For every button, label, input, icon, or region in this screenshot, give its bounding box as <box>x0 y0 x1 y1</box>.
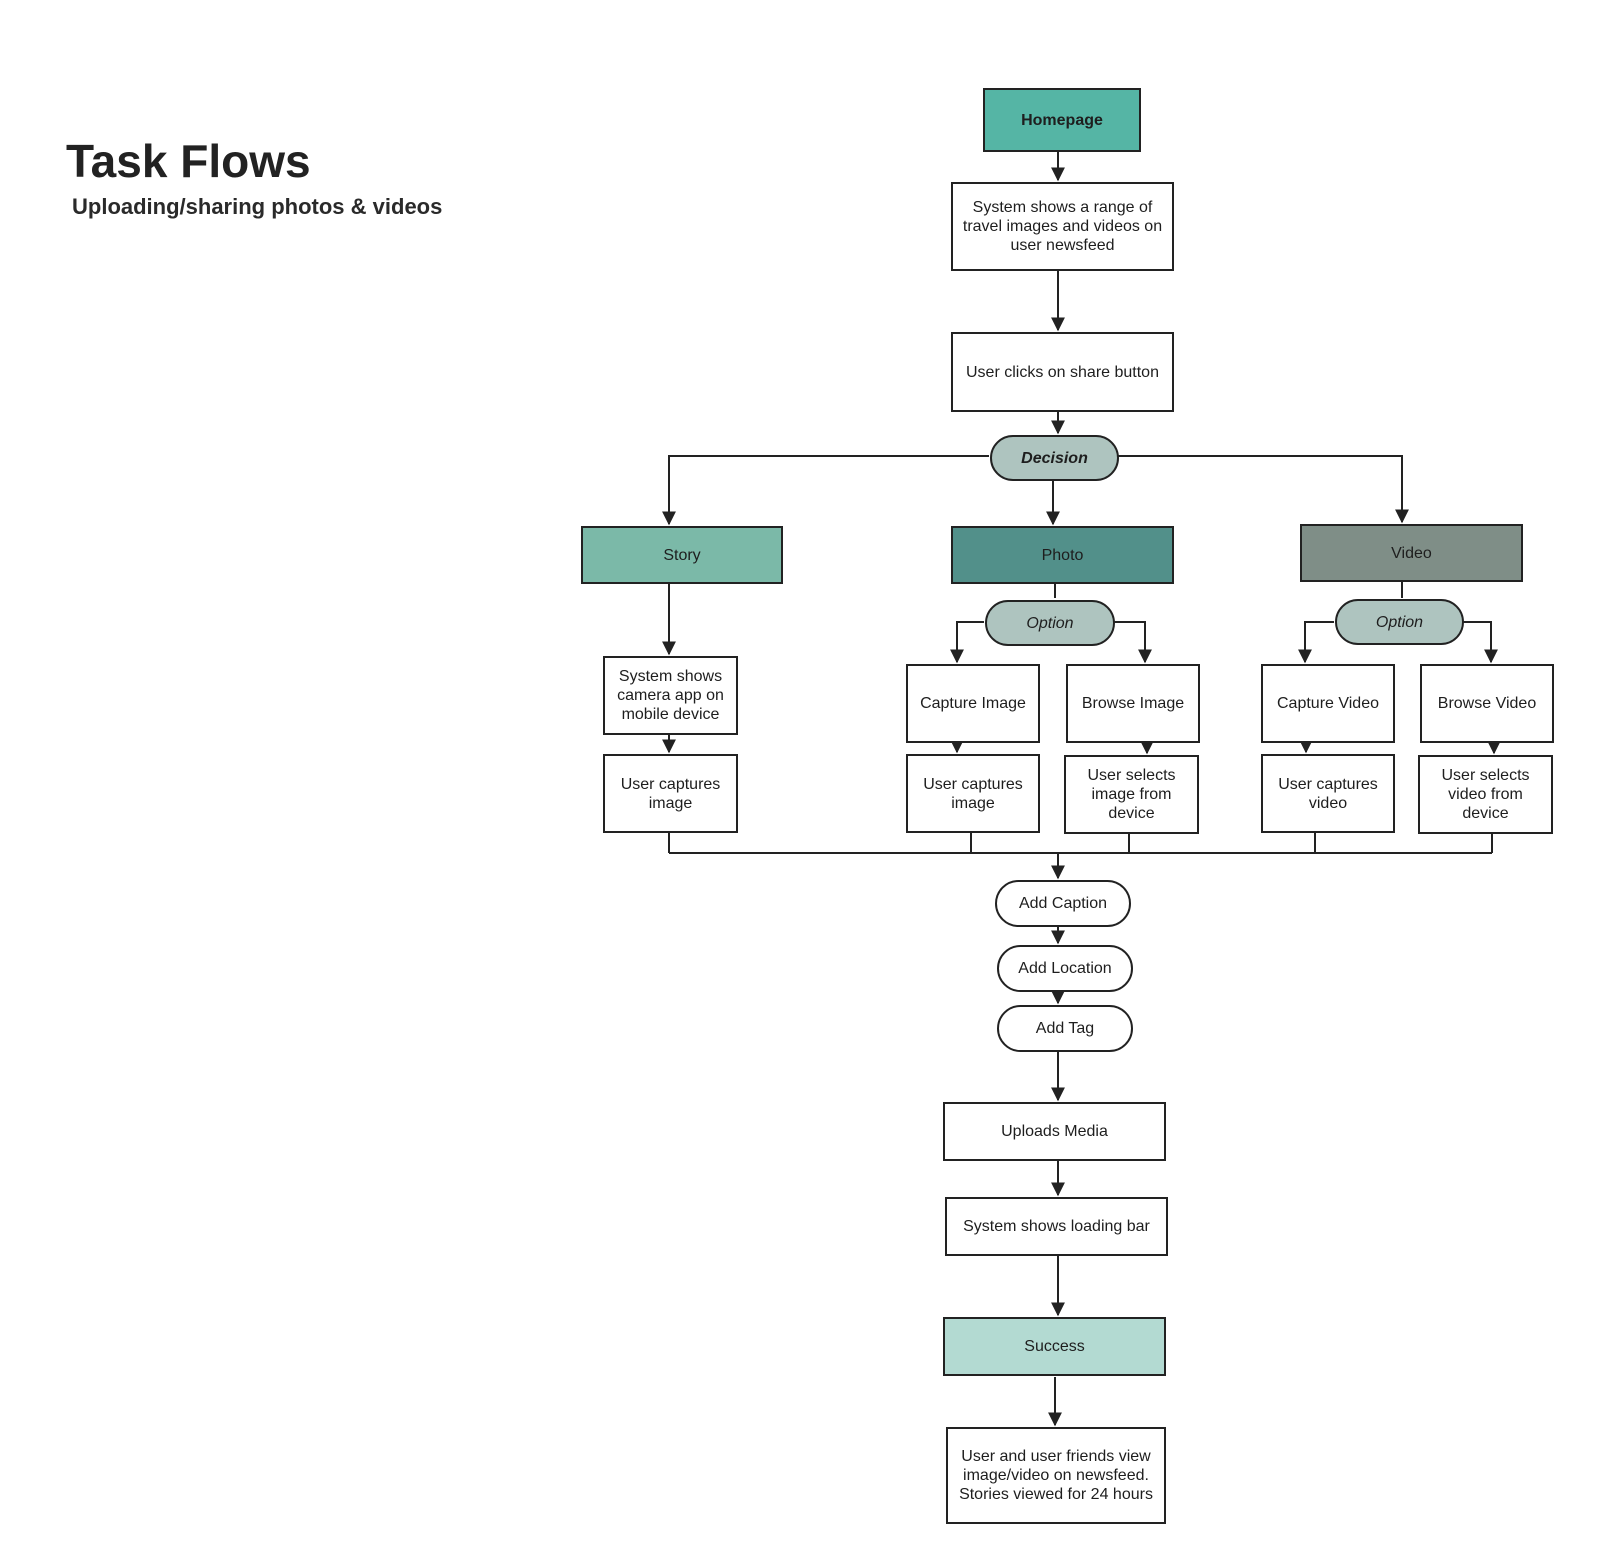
edge-decision-video <box>1117 455 1409 524</box>
node-loading: System shows loading bar <box>945 1197 1168 1256</box>
edge-photo-option-capture <box>950 621 984 664</box>
edge-video-option-capture <box>1298 621 1334 664</box>
node-photo-capture: User captures image <box>906 754 1040 833</box>
edge-decision-story <box>662 455 989 526</box>
node-camera-app: System shows camera app on mobile device <box>603 656 738 735</box>
node-uploads: Uploads Media <box>943 1102 1166 1161</box>
node-video-option: Option <box>1335 599 1464 645</box>
node-capture-video: Capture Video <box>1261 664 1395 743</box>
node-photo-option: Option <box>985 600 1115 646</box>
edge-video-option-browse <box>1462 621 1498 664</box>
node-capture-image: Capture Image <box>906 664 1040 743</box>
node-add-location: Add Location <box>997 945 1133 992</box>
node-newsfeed: System shows a range of travel images an… <box>951 182 1174 271</box>
node-success: Success <box>943 1317 1166 1376</box>
node-video-select: User selects video from device <box>1418 755 1553 834</box>
node-add-caption: Add Caption <box>995 880 1131 927</box>
edge-photo-option-browse <box>1114 621 1152 664</box>
node-story-capture: User captures image <box>603 754 738 833</box>
page-title: Task Flows <box>66 135 311 187</box>
node-homepage: Homepage <box>983 88 1141 152</box>
page-subtitle: Uploading/sharing photos & videos <box>72 194 443 219</box>
node-video: Video <box>1300 524 1523 582</box>
node-add-tag: Add Tag <box>997 1005 1133 1052</box>
node-story: Story <box>581 526 783 584</box>
node-video-capture: User captures video <box>1261 754 1395 833</box>
node-photo-select: User selects image from device <box>1064 755 1199 834</box>
node-decision: Decision <box>990 435 1119 481</box>
node-browse-video: Browse Video <box>1420 664 1554 743</box>
node-photo: Photo <box>951 526 1174 584</box>
node-browse-image: Browse Image <box>1066 664 1200 743</box>
node-share: User clicks on share button <box>951 332 1174 412</box>
node-final: User and user friends view image/video o… <box>946 1427 1166 1524</box>
